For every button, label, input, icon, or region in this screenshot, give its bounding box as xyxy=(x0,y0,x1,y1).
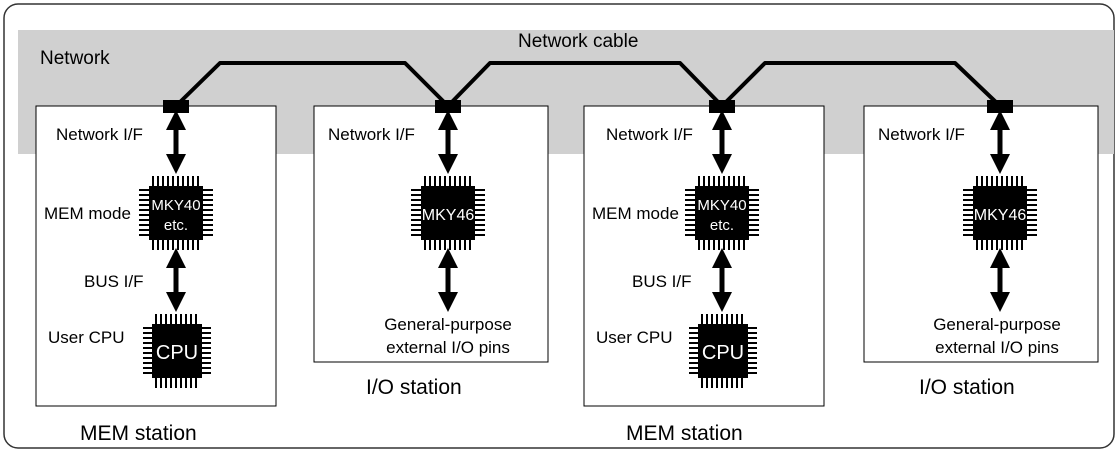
mem-mode-label: MEM mode xyxy=(592,204,679,223)
user-cpu-label: User CPU xyxy=(48,328,125,347)
network-if-label: Network I/F xyxy=(56,125,143,144)
io-pins-label-line2: external I/O pins xyxy=(386,338,510,357)
bus-if-label: BUS I/F xyxy=(632,272,692,291)
chip-label-line2: etc. xyxy=(710,217,734,234)
chip-label-line1: MKY46 xyxy=(974,207,1027,224)
mky40-chip-icon: MKY40 etc. xyxy=(683,174,761,252)
chip-label-line1: MKY40 xyxy=(151,197,200,214)
cpu-chip-label: CPU xyxy=(156,342,198,364)
network-cable xyxy=(174,61,1002,108)
station-label: I/O station xyxy=(366,376,462,399)
cpu-chip-icon: CPU xyxy=(142,312,212,390)
io-pins-label-line1: General-purpose xyxy=(384,315,512,334)
io-pins-label-line2: external I/O pins xyxy=(935,338,1059,357)
network-if-label: Network I/F xyxy=(328,125,415,144)
chip-label-line1: MKY46 xyxy=(422,207,475,224)
chip-label-line1: MKY40 xyxy=(697,197,746,214)
mem-mode-label: MEM mode xyxy=(44,204,131,223)
mky46-chip-icon: MKY46 xyxy=(409,174,487,252)
bus-if-label: BUS I/F xyxy=(84,272,144,291)
mky46-chip-icon: MKY46 xyxy=(961,174,1039,252)
connector-3 xyxy=(709,100,735,113)
io-pins-label-line1: General-purpose xyxy=(933,315,1061,334)
station-label: I/O station xyxy=(919,376,1015,399)
network-cable-label: Network cable xyxy=(518,31,638,52)
user-cpu-label: User CPU xyxy=(596,328,673,347)
station-label: MEM station xyxy=(626,422,743,445)
station-label: MEM station xyxy=(80,422,197,445)
mky40-chip-icon: MKY40 etc. xyxy=(137,174,215,252)
connector-2 xyxy=(435,100,461,113)
cpu-chip-label: CPU xyxy=(702,342,744,364)
connector-4 xyxy=(987,100,1013,113)
chip-label-line2: etc. xyxy=(164,217,188,234)
cpu-chip-icon: CPU xyxy=(688,312,758,390)
network-area-label: Network xyxy=(40,48,110,69)
connector-1 xyxy=(163,100,189,113)
network-if-label: Network I/F xyxy=(606,125,693,144)
network-if-label: Network I/F xyxy=(878,125,965,144)
